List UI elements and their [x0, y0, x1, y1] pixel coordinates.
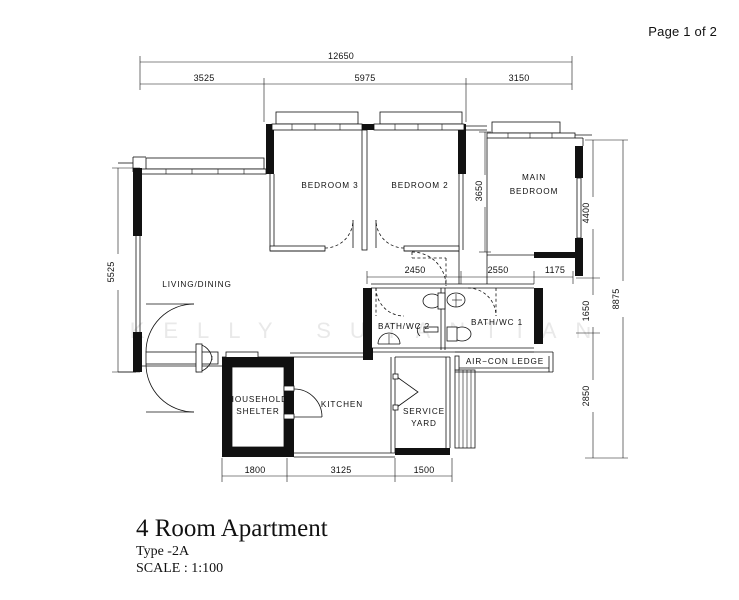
dim-top-3: 3150: [509, 73, 530, 83]
bedroom-block-walls: [266, 111, 466, 252]
interior-horizontal-dimension: 2450 2550 1175: [366, 264, 574, 284]
right-dimension-chain: 4400 1650 2850: [576, 139, 628, 459]
right-dimension-overall: 8875: [611, 140, 625, 458]
main-bedroom-walls: [486, 121, 592, 276]
left-dimension: 5525: [106, 167, 140, 373]
plan-type: Type -2A: [136, 544, 190, 559]
room-label-service-yard-line2: YARD: [411, 419, 437, 428]
dim-interior-3: 1175: [545, 265, 565, 275]
room-label-living-dining: LIVING/DINING: [162, 280, 231, 289]
bottom-dimension-chain: 1800 3125 1500: [221, 458, 453, 482]
room-label-service-yard-line1: SERVICE: [403, 407, 445, 416]
room-label-household-shelter-line2: SHELTER: [236, 407, 279, 416]
room-label-aircon-ledge: AIR−CON LEDGE: [466, 357, 544, 366]
kitchen-walls: [294, 348, 396, 458]
room-label-main-bedroom-line2: BEDROOM: [510, 187, 559, 196]
top-dimension-overall: 12650: [139, 50, 573, 90]
dim-top-overall: 12650: [328, 51, 354, 61]
top-dimension-chain: 3525 5975 3150: [140, 72, 572, 122]
watermark-text: KELLY SUTANTIAN: [130, 318, 611, 343]
dim-bottom-3: 1500: [414, 465, 435, 475]
bath-wc-block-walls: [363, 251, 543, 353]
dim-top-2: 5975: [355, 73, 376, 83]
room-label-bedroom3: BEDROOM 3: [301, 181, 358, 190]
dim-right-overall: 8875: [611, 289, 621, 310]
dim-top-1: 3525: [194, 73, 215, 83]
dim-right-2: 1650: [581, 301, 591, 322]
misc-detail-lines: [118, 125, 488, 373]
household-shelter-walls: [221, 356, 323, 458]
dim-interior-3650: 3650: [474, 181, 484, 202]
dim-bottom-2: 3125: [331, 465, 352, 475]
plan-title: 4 Room Apartment: [136, 515, 328, 542]
dim-left: 5525: [106, 262, 116, 283]
plan-scale: SCALE : 1:100: [136, 561, 224, 576]
room-label-kitchen: KITCHEN: [321, 400, 363, 409]
service-yard-walls: [392, 356, 476, 455]
room-label-main-bedroom-line1: MAIN: [522, 173, 546, 182]
dim-right-1: 4400: [581, 203, 591, 224]
room-label-bedroom2: BEDROOM 2: [391, 181, 448, 190]
dim-bottom-1: 1800: [245, 465, 266, 475]
dim-right-3: 2850: [581, 386, 591, 407]
entrance-door-assembly: [145, 303, 259, 413]
room-label-bath-wc-1: BATH/WC 1: [471, 318, 523, 327]
interior-vertical-dimension: 3650: [474, 131, 491, 253]
dim-interior-1: 2450: [405, 265, 426, 275]
room-label-bath-wc-2: BATH/WC 2: [378, 322, 430, 331]
dim-interior-2: 2550: [488, 265, 509, 275]
title-block: 4 Room Apartment Type -2A SCALE : 1:100: [136, 515, 328, 577]
page-number-label: Page 1 of 2: [648, 24, 717, 39]
room-label-household-shelter-line1: HOUSEHOLD: [228, 395, 288, 404]
